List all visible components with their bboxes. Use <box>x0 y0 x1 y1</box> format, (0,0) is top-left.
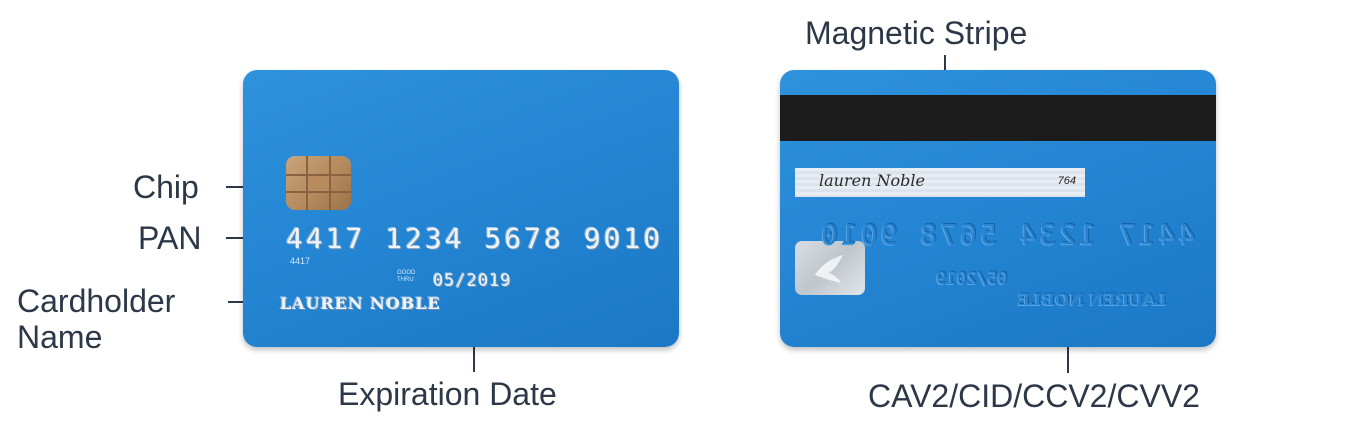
good-thru-text: GOOD THRU <box>397 270 415 284</box>
cardholder-name: LAUREN NOBLE <box>280 294 441 313</box>
expiry-reverse: 05/2019 <box>936 269 1008 289</box>
cardholder-name-reverse: LAUREN NOBLE <box>1018 290 1167 309</box>
chip-label: Chip <box>133 169 199 205</box>
cardholder-label-line2: Name <box>17 319 103 355</box>
good-thru-line1: GOOD <box>397 270 416 276</box>
expiry-date: 05/2019 <box>433 271 512 291</box>
security-code: 764 <box>1057 175 1076 187</box>
chip-icon <box>286 156 351 210</box>
hologram-icon <box>795 241 865 295</box>
pan-label: PAN <box>138 220 202 256</box>
card-number-reverse: 4417 1234 5678 9010 <box>818 218 1196 251</box>
magnetic-stripe-label: Magnetic Stripe <box>805 15 1028 51</box>
security-code-label: CAV2/CID/CCV2/CVV2 <box>868 378 1200 414</box>
signature-panel: lauren Noble 764 <box>795 168 1085 197</box>
cardholder-label-line1: Cardholder <box>17 283 176 319</box>
card-number: 4417 1234 5678 9010 <box>286 222 664 255</box>
card-number-prefix: 4417 <box>290 256 311 266</box>
card-front: 4417 1234 5678 9010 4417 GOOD THRU 05/20… <box>243 70 679 347</box>
expiration-date-label: Expiration Date <box>338 376 557 412</box>
magnetic-stripe <box>780 95 1216 141</box>
cardholder-name-label: Cardholder Name <box>17 283 175 355</box>
good-thru-line2: THRU <box>397 277 414 283</box>
signature: lauren Noble <box>819 171 925 190</box>
card-back: lauren Noble 764 4417 1234 5678 9010 05/… <box>780 70 1216 347</box>
